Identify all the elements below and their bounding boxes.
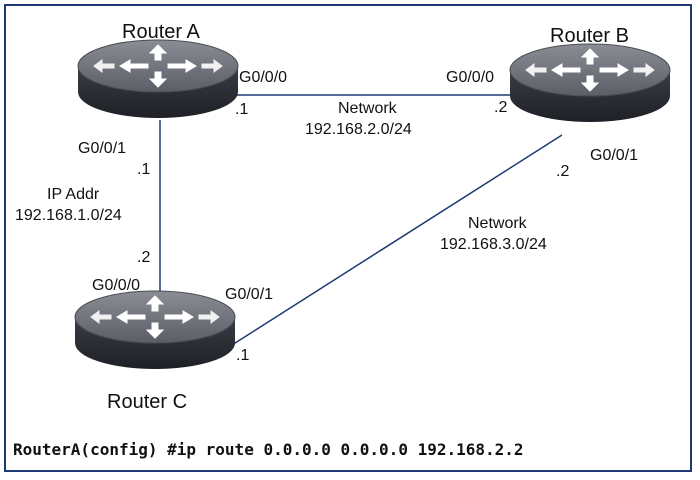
- router-a-title: Router A: [122, 21, 200, 43]
- router-c-icon[interactable]: [74, 290, 236, 370]
- network-ac-subnet: 192.168.1.0/24: [15, 207, 122, 224]
- router-b-g001-host: .2: [556, 163, 569, 180]
- link-b-c: [231, 134, 563, 346]
- router-b-title: Router B: [550, 25, 629, 47]
- router-c-g000-host: .2: [137, 249, 150, 266]
- router-a-g001-host: .1: [137, 161, 150, 178]
- config-command-text: RouterA(config) #ip route 0.0.0.0 0.0.0.…: [13, 440, 524, 459]
- router-c-g000-label: G0/0/0: [92, 277, 140, 294]
- router-c-g001-label: G0/0/1: [225, 286, 273, 303]
- router-b-g001-label: G0/0/1: [590, 147, 638, 164]
- router-a-g001-label: G0/0/1: [78, 140, 126, 157]
- router-a-g000-host: .1: [235, 101, 248, 118]
- router-a-g000-label: G0/0/0: [239, 69, 287, 86]
- network-ac-label: IP Addr: [47, 186, 100, 203]
- router-b-icon[interactable]: [509, 43, 671, 123]
- router-b-g000-host: .2: [494, 99, 507, 116]
- router-b-g000-label: G0/0/0: [446, 69, 494, 86]
- network-ab-label: Network: [338, 100, 398, 117]
- router-c-title: Router C: [107, 391, 187, 413]
- network-bc-label: Network: [468, 215, 528, 232]
- network-ab-subnet: 192.168.2.0/24: [305, 121, 412, 138]
- diagram-frame: [4, 4, 692, 472]
- router-a-icon[interactable]: [77, 39, 239, 119]
- network-bc-subnet: 192.168.3.0/24: [440, 236, 547, 253]
- router-c-g001-host: .1: [236, 347, 249, 364]
